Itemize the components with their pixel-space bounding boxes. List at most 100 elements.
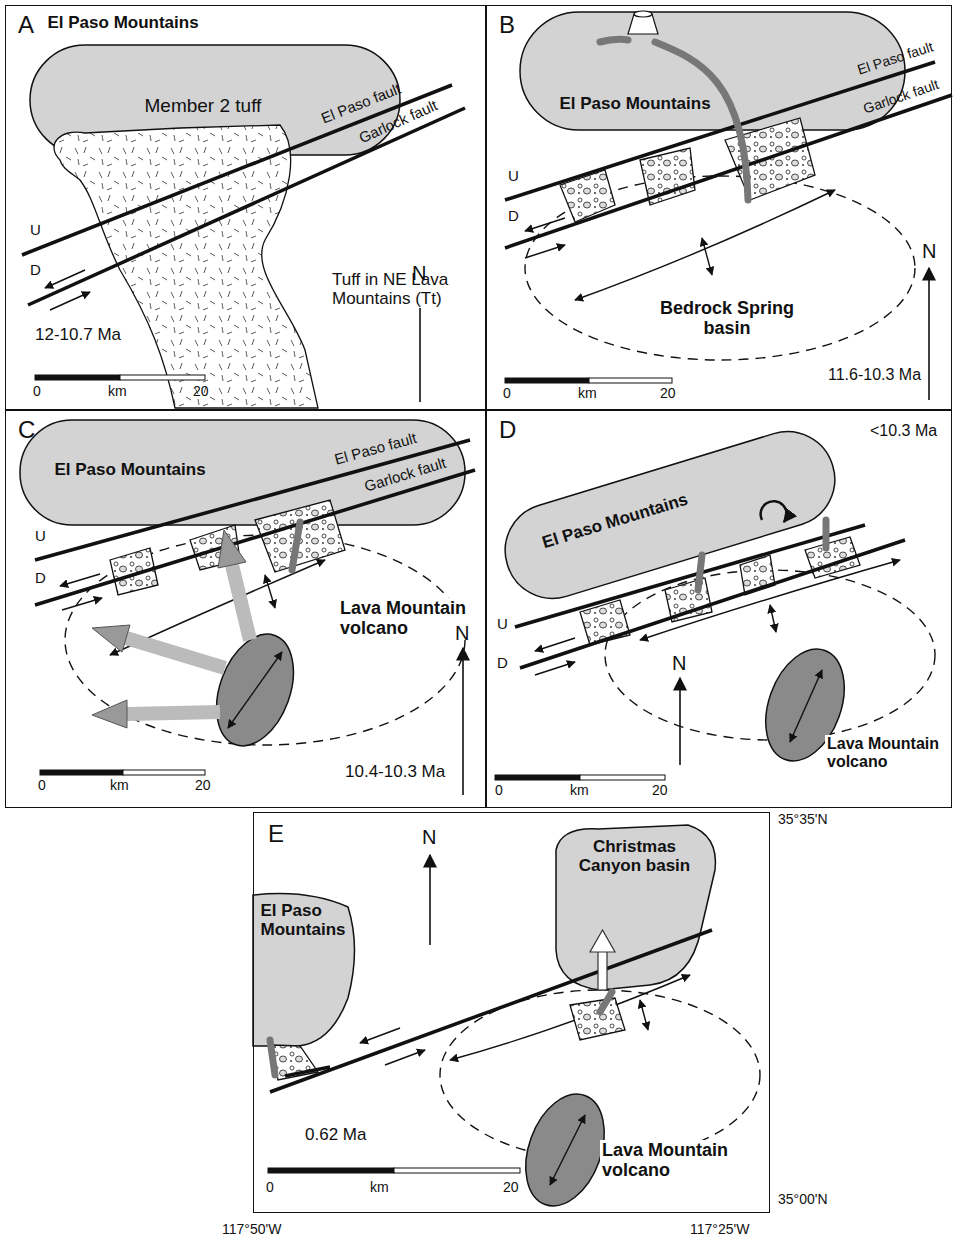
feeder-conduit-part	[600, 39, 628, 42]
north-arrow-part	[679, 678, 681, 765]
scale-bar-part	[505, 378, 589, 383]
panel-letter: E	[268, 821, 284, 848]
mountain-blob-part	[520, 12, 905, 130]
scale-label: km	[370, 1180, 389, 1196]
north-label: N	[672, 652, 686, 674]
panel-letter: B	[499, 12, 515, 39]
throw-label: U	[35, 528, 46, 545]
fold-axis-part	[790, 670, 822, 742]
fold-axis-part	[228, 652, 282, 728]
scale-label: km	[570, 783, 589, 799]
fold-axis-part	[265, 575, 275, 608]
slip-arrow	[45, 218, 575, 1065]
scale-label: 0	[503, 386, 511, 402]
throw-label: D	[30, 262, 41, 279]
feeder-conduit-part	[270, 1040, 275, 1075]
fold-axis-part	[770, 605, 776, 632]
basin-label: Bedrock Spring basin	[640, 298, 814, 338]
scale-bar-part	[589, 378, 672, 383]
mountain-range-name: Member 2 tuff	[145, 95, 262, 116]
age-label: 11.6-10.3 Ma	[828, 366, 921, 384]
dispersal-arrow-part	[127, 712, 220, 714]
scale-bar-part	[268, 1168, 394, 1173]
fault-line-part	[22, 85, 452, 255]
mountain-range-name: El Paso Mountains	[55, 460, 206, 479]
mountain-range-name: El Paso Mountains	[560, 94, 711, 113]
slip-arrow-part	[360, 1028, 400, 1043]
sedimentary-basin-name: Christmas Canyon basin	[565, 837, 705, 875]
panel-letter: A	[18, 12, 34, 39]
feeder-conduit	[270, 39, 826, 1075]
age-label: <10.3 Ma	[870, 422, 937, 440]
scale-bar-part	[123, 770, 205, 775]
dispersal-arrowhead-part	[92, 625, 130, 652]
north-label: N	[455, 622, 469, 644]
slip-arrow-part	[525, 218, 565, 231]
alluvial-fan	[110, 118, 860, 1080]
throw-label: D	[35, 570, 46, 587]
fault-label: Garlock fault	[363, 455, 448, 496]
fold-axis	[110, 190, 900, 1185]
north-arrow-part	[928, 268, 930, 400]
panel-letter: C	[18, 417, 35, 444]
mountain-blob-part	[20, 420, 465, 525]
coordinate-label: 35°35'N	[778, 812, 828, 828]
scale-label: 20	[193, 384, 209, 400]
age-label: 10.4-10.3 Ma	[345, 762, 445, 781]
volcano	[202, 624, 858, 1217]
volcano-label: Lava Mountain volcano	[825, 735, 949, 771]
age-label: 0.62 Ma	[305, 1125, 366, 1144]
alluvial-fan-part	[110, 548, 158, 595]
scale-bar-part	[495, 775, 580, 780]
slip-arrow-part	[50, 292, 90, 310]
tuff-region	[54, 125, 318, 408]
fold-axis-part	[550, 1115, 585, 1185]
feeder-conduit-part	[698, 555, 702, 590]
fault-line-part	[35, 470, 475, 605]
feeder-conduit-part	[600, 992, 612, 1012]
slip-arrow-part	[525, 245, 565, 258]
alluvial-fan-part	[570, 998, 625, 1040]
throw-label: D	[497, 655, 508, 672]
scale-bar-part	[580, 775, 665, 780]
mountain-range-name: El Paso Mountains	[261, 901, 351, 939]
basin-source-arrow-part	[598, 950, 607, 990]
fault-line-part	[270, 930, 712, 1092]
north-label: N	[412, 262, 426, 284]
age-label: 12-10.7 Ma	[35, 325, 121, 344]
scale-bar-part	[35, 375, 120, 380]
north-arrow	[420, 268, 929, 945]
scale-bar-part	[40, 770, 123, 775]
fault-line	[22, 62, 952, 1092]
feeder-conduit-part	[655, 42, 748, 200]
dispersal-arrowhead-part	[218, 530, 246, 568]
mountain-blob	[20, 12, 905, 1046]
mountain-blob-part	[253, 894, 355, 1047]
north-label: N	[422, 826, 436, 848]
scale-bar	[35, 375, 672, 1173]
scale-label: 20	[652, 783, 668, 799]
vent-symbol	[628, 11, 658, 34]
slip-arrow-part	[62, 598, 102, 610]
throw-label: U	[30, 222, 41, 239]
rotation-arrow	[761, 501, 787, 522]
fault-line-part	[505, 95, 952, 248]
mountain-range-name: El Paso Mountains	[48, 13, 199, 32]
scale-label: km	[108, 384, 127, 400]
scale-label: 0	[33, 384, 41, 400]
dispersal-arrowhead	[92, 530, 246, 728]
feeder-conduit-part	[823, 520, 830, 548]
slip-arrow-part	[535, 662, 575, 675]
dispersal-arrow-part	[126, 638, 225, 668]
scale-label: 20	[195, 778, 211, 794]
fold-axis-part	[702, 238, 712, 275]
coordinate-label: 35°00'N	[778, 1192, 828, 1208]
basin-outline	[65, 176, 935, 1160]
feeder-conduit-part	[292, 522, 300, 570]
alluvial-fan-part	[665, 578, 712, 622]
scale-bar-part	[120, 375, 205, 380]
scale-label: 20	[503, 1180, 519, 1196]
mountain-range: El Paso Mountains	[493, 419, 846, 609]
coordinate-label: 117°25'W	[690, 1222, 749, 1238]
